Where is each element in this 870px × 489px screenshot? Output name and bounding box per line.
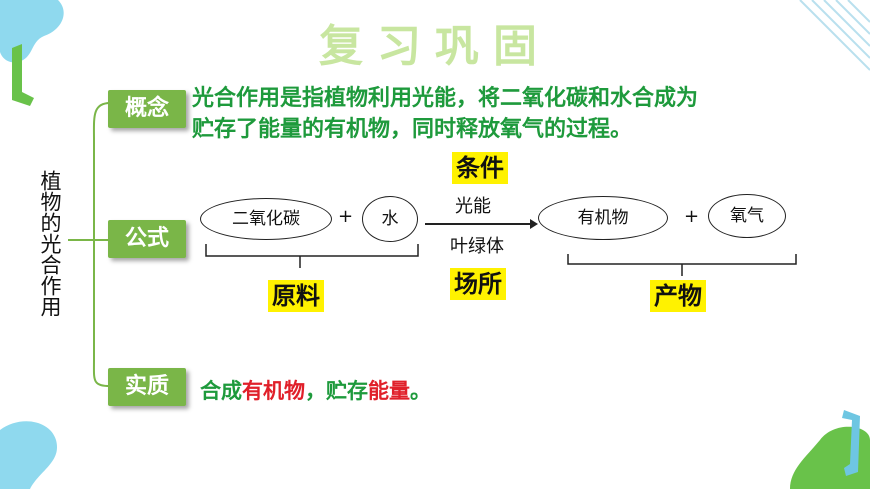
essence-part-5: 。 [410, 379, 431, 403]
essence-part-2: 有机物 [242, 379, 305, 403]
plus-sign-1: + [338, 206, 354, 227]
vertical-title: 植物的光合作用 [38, 170, 62, 317]
reactant-water: 水 [362, 196, 418, 242]
place-label: 场所 [450, 268, 506, 300]
product-brace [567, 254, 797, 276]
concept-definition: 光合作用是指植物利用光能，将二氧化碳和水合成为 贮存了能量的有机物，同时释放氧气… [192, 83, 812, 145]
product-oxygen: 氧气 [708, 194, 786, 238]
raw-brace [205, 244, 419, 268]
reactant-carbon-dioxide: 二氧化碳 [200, 198, 332, 240]
bracket-right-icon [842, 410, 860, 476]
tree-connectors [68, 102, 111, 387]
essence-part-3: ，贮存 [305, 379, 368, 403]
essence-part-4: 能量 [368, 379, 410, 403]
plus-sign-2: + [684, 206, 700, 227]
page-title: 复习巩固 [319, 21, 551, 72]
essence-text: 合成有机物，贮存能量。 [200, 375, 431, 405]
raw-material-label: 原料 [268, 280, 324, 312]
condition-label: 条件 [452, 152, 508, 184]
place-chloroplast: 叶绿体 [450, 236, 504, 257]
arrow-head [530, 219, 538, 229]
blob-bottom-left [0, 421, 58, 489]
bracket-left-icon [12, 44, 34, 106]
tag-essence: 实质 [108, 368, 186, 406]
stripes-circle [799, 0, 870, 71]
condition-light: 光能 [455, 196, 491, 217]
concept-line-2: 贮存了能量的有机物，同时释放氧气的过程。 [192, 117, 633, 142]
product-organic-matter: 有机物 [538, 196, 668, 240]
concept-line-1: 光合作用是指植物利用光能，将二氧化碳和水合成为 [192, 86, 699, 111]
essence-part-1: 合成 [200, 379, 242, 403]
tag-concept: 概念 [108, 90, 186, 128]
tag-formula: 公式 [108, 220, 186, 258]
product-label: 产物 [650, 280, 706, 312]
